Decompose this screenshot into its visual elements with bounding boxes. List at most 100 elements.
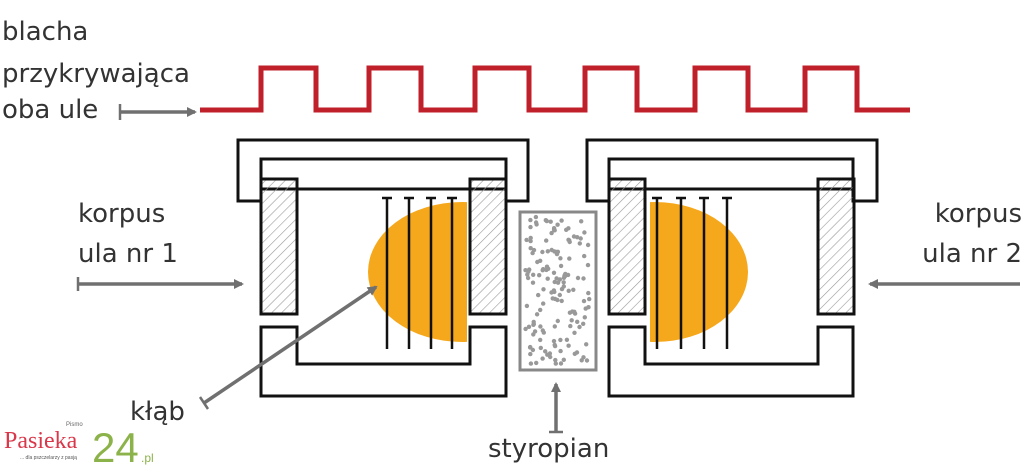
- styrofoam-dot: [533, 220, 539, 225]
- hive-1-label-line-2: ula nr 1: [78, 239, 178, 269]
- cover-label-line-1: blacha: [2, 17, 88, 47]
- styrofoam-dot: [543, 349, 548, 354]
- styrofoam-dot: [555, 318, 560, 324]
- styrofoam-dot: [566, 288, 571, 293]
- styrofoam-dot: [551, 338, 557, 344]
- styrofoam-dot: [586, 305, 591, 310]
- hive-2-body-top: [607, 157, 855, 191]
- styrofoam-dot: [567, 256, 572, 261]
- styrofoam-dot: [549, 230, 554, 236]
- styrofoam-dot: [554, 276, 559, 281]
- styrofoam-dot: [577, 241, 582, 246]
- cover-label-line-3: oba ule: [2, 95, 98, 125]
- styrofoam-dot: [555, 222, 560, 227]
- styrofoam-dot: [575, 235, 580, 240]
- styrofoam-dot: [525, 272, 530, 277]
- styrofoam-dot: [530, 280, 536, 285]
- styrofoam-dot: [571, 287, 576, 292]
- hive-2-label-line-2: ula nr 2: [922, 239, 1022, 269]
- styrofoam-dot: [564, 337, 570, 342]
- styrofoam-dot: [540, 249, 545, 255]
- hive-1-body-top: [259, 157, 508, 191]
- styrofoam-dot: [566, 343, 571, 348]
- styrofoam-dot: [584, 342, 589, 347]
- styrofoam-dot: [553, 361, 558, 366]
- styrofoam-dot: [549, 247, 554, 253]
- cover-label-line-2: przykrywająca: [2, 59, 190, 89]
- styrofoam-dot: [563, 271, 568, 277]
- styrofoam-dot: [582, 230, 587, 235]
- styrofoam-block: [518, 210, 598, 372]
- styrofoam-dot: [525, 275, 531, 281]
- styrofoam-dot: [544, 238, 549, 243]
- styrofoam-dot: [585, 262, 591, 268]
- styrofoam-dot: [524, 303, 530, 309]
- styrofoam-dot: [575, 319, 580, 324]
- logo-tagline: ... dla pszczelarzy z pasją: [20, 455, 77, 461]
- styrofoam-dot: [528, 217, 533, 223]
- styrofoam-dot: [581, 298, 587, 304]
- styrofoam-dot: [572, 330, 577, 335]
- styrofoam-dot: [545, 249, 550, 254]
- styrofoam-dot: [524, 237, 529, 243]
- styrofoam-dot: [549, 290, 554, 295]
- styrofoam-dot: [540, 328, 545, 333]
- styrofoam-dot: [585, 242, 591, 248]
- styrofoam-dot: [541, 301, 546, 306]
- hive-2-wall-left: [607, 177, 647, 316]
- styrofoam-dot: [528, 235, 533, 241]
- styrofoam-dot: [557, 292, 562, 298]
- styrofoam-dot: [538, 324, 543, 329]
- styrofoam-dot: [528, 238, 533, 244]
- styrofoam-dot: [575, 275, 581, 281]
- styrofoam-dot: [561, 284, 566, 289]
- styrofoam-dot: [523, 326, 528, 332]
- hive-2: [585, 138, 879, 398]
- hive-1-label-line-1: korpus: [78, 199, 165, 229]
- styrofoam-dot: [531, 319, 536, 325]
- styrofoam-dot: [531, 332, 536, 337]
- styrofoam-dot: [558, 256, 563, 261]
- styrofoam-dot: [564, 227, 569, 232]
- styrofoam-dot: [578, 236, 583, 241]
- hive-1-cluster: [368, 202, 467, 342]
- styrofoam-dot: [567, 239, 572, 245]
- hive-1-wall-left: [259, 177, 299, 316]
- styrofoam-dot: [544, 218, 549, 224]
- styrofoam-dot: [581, 321, 586, 326]
- styrofoam-dot: [541, 267, 546, 272]
- pasieka24-logo: Pismo Pasieka 24 .pl ... dla pszczelarzy…: [4, 422, 154, 470]
- styrofoam-dot: [558, 361, 564, 366]
- styrofoam-dot: [552, 342, 557, 348]
- styrofoam-dot: [526, 324, 532, 329]
- styrofoam-dot: [579, 219, 584, 224]
- styrofoam-dot: [552, 296, 558, 302]
- styrofoam-dot: [538, 337, 543, 343]
- styrofoam-dot: [587, 296, 592, 302]
- styrofoam-dot: [527, 345, 533, 350]
- styrofoam-dot: [528, 361, 534, 366]
- styrofoam-dot: [581, 276, 586, 281]
- hive-2-label-line-1: korpus: [935, 199, 1022, 229]
- styrofoam-dot: [559, 298, 564, 304]
- logo-number: 24: [92, 424, 139, 470]
- styrofoam-dot: [534, 360, 539, 366]
- styrofoam-dot: [528, 224, 533, 230]
- styrofoam-dot: [541, 287, 546, 292]
- styrofoam-dot: [568, 323, 573, 329]
- styrofoam-dot: [582, 253, 587, 259]
- styrofoam-dot: [531, 272, 536, 277]
- styrofoam-dot: [528, 351, 533, 357]
- styrofoam-dot: [558, 337, 563, 343]
- styrofoam-dot: [540, 356, 545, 361]
- styrofoam-texture: [523, 214, 592, 366]
- hive-2-cluster: [650, 202, 748, 342]
- styrofoam-dot: [558, 263, 564, 269]
- styrofoam-label: styropian: [488, 434, 609, 464]
- hive-2-frames: [652, 196, 732, 349]
- styrofoam-dot: [561, 280, 566, 285]
- styrofoam-dot: [531, 247, 537, 253]
- cluster-arrow: [203, 285, 378, 405]
- styrofoam-dot: [577, 324, 582, 330]
- styrofoam-dot: [584, 358, 590, 363]
